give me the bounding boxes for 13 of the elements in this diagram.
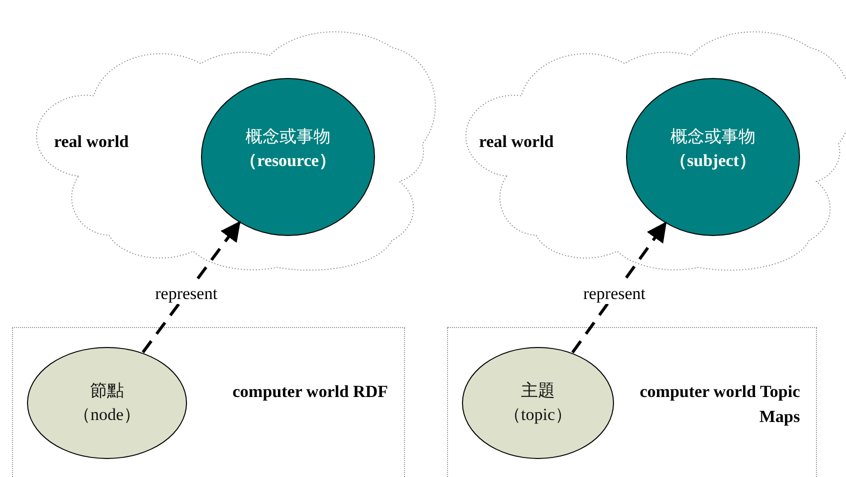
region-label: real world (479, 131, 554, 153)
arrow (142, 220, 241, 354)
region-label: computer world RDF (232, 381, 388, 403)
concept-ellipse: 主題 （topic） (462, 347, 614, 459)
concept-ellipse: 節點 （node） (27, 347, 187, 459)
region-box (12, 327, 405, 477)
concept-circle: 概念或事物 （resource） (201, 78, 375, 236)
region-label: computer world Topic Maps (638, 381, 800, 428)
edge-label: represent (581, 284, 648, 304)
region-box (447, 327, 817, 477)
region-label: real world (54, 131, 129, 153)
edge-label: represent (153, 284, 220, 304)
concept-circle: 概念或事物 （subject） (626, 78, 800, 236)
